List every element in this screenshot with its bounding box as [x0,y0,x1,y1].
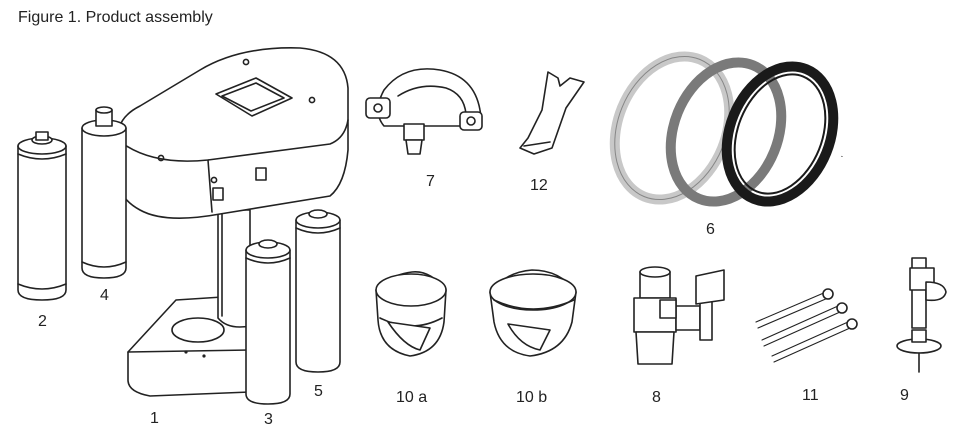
label-10a: 10 a [396,389,427,406]
part-11-tubes [755,288,858,363]
part-3-filter-cartridge [245,239,291,405]
label-1: 1 [150,410,159,427]
label-9: 9 [900,387,909,404]
part-7-pipe-clamp [365,68,483,155]
part-2-filter-cartridge [17,131,67,301]
label-4: 4 [100,287,109,304]
part-5-filter-cartridge [295,209,341,373]
label-6: 6 [706,221,715,238]
label-8: 8 [652,389,661,406]
label-10b: 10 b [516,389,547,406]
part-4-filter-cartridge [81,106,127,279]
part-9-faucet [840,122,947,373]
part-12-clip [519,71,585,155]
label-5: 5 [314,383,323,400]
label-2: 2 [38,313,47,330]
part-10b-adapter [489,269,577,357]
part-8-valve [633,266,725,365]
figure-title: Figure 1. Product assembly [18,9,213,26]
label-11: 11 [802,387,819,404]
label-12: 12 [530,177,548,194]
part-10a-adapter [375,271,447,357]
label-3: 3 [264,411,273,428]
part-6-o-rings [609,51,839,207]
label-7: 7 [426,173,435,190]
